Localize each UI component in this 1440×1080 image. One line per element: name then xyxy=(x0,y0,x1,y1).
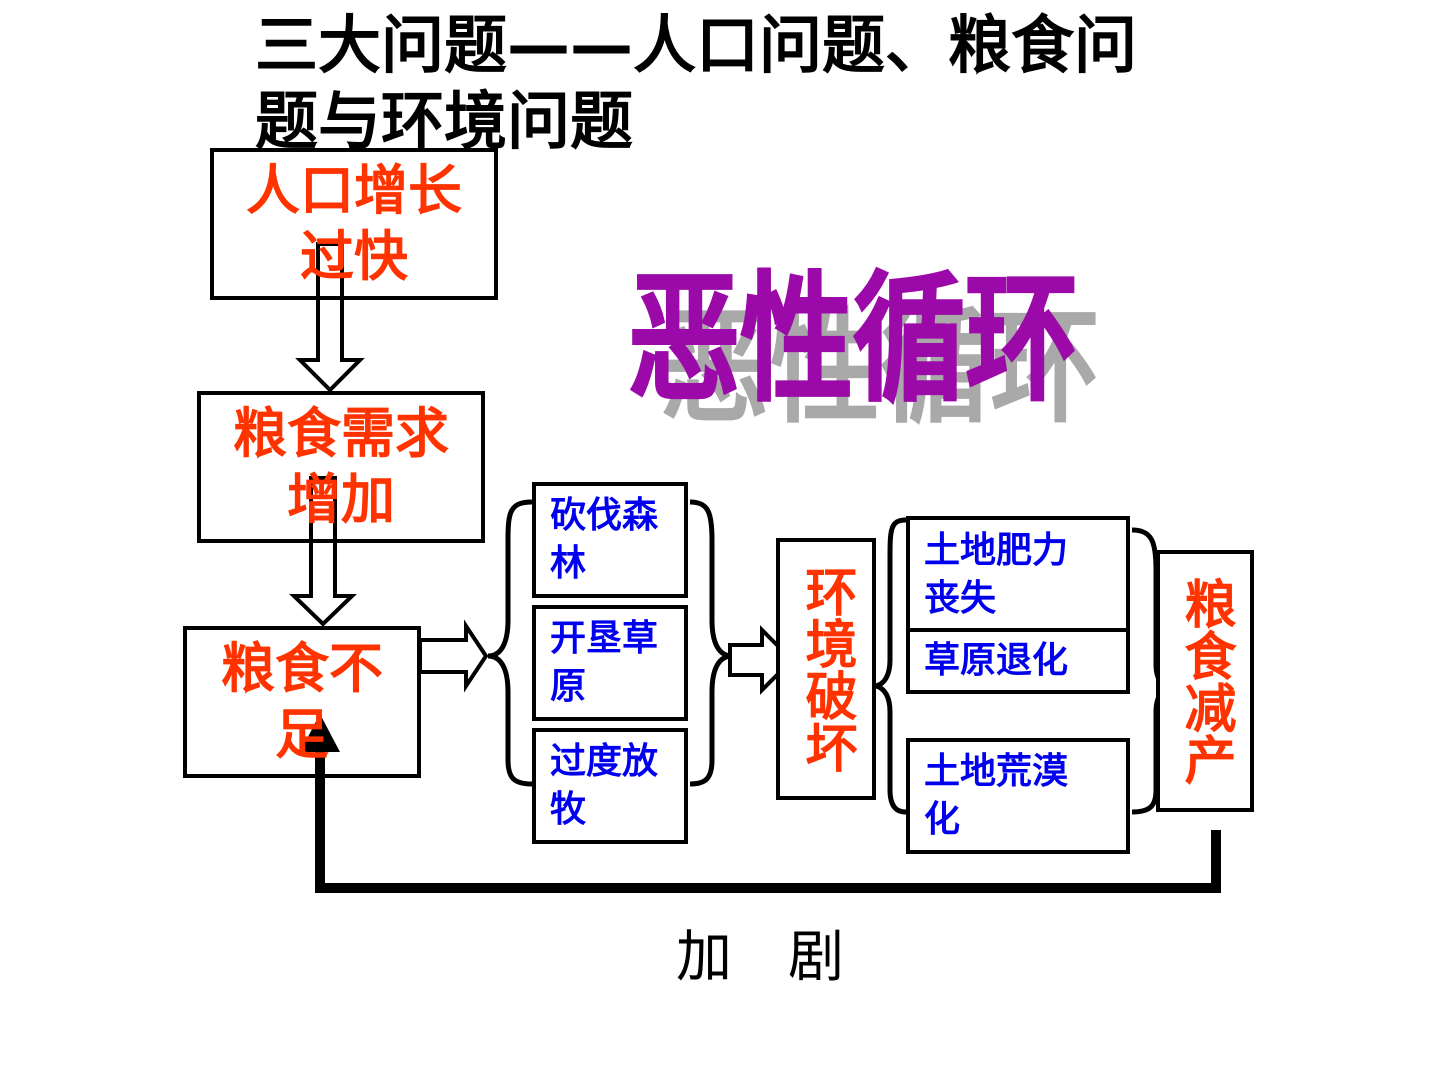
box-food-demand: 粮食需求增加 xyxy=(197,391,485,543)
box-deforestation: 砍伐森林 xyxy=(532,482,688,598)
box-overgrazing-label: 过度放牧 xyxy=(550,741,659,830)
box-desertification: 土地荒漠化 xyxy=(906,738,1130,854)
box-desertification-label: 土地荒漠化 xyxy=(924,751,1069,840)
feedback-loop-line xyxy=(315,748,1221,893)
left-brace-effects xyxy=(875,517,907,815)
box-soil-fertility-loss: 土地肥力丧失 xyxy=(906,516,1130,634)
box-population-growth: 人口增长过快 xyxy=(210,148,498,300)
down-arrow-1 xyxy=(295,242,365,393)
down-arrow-2 xyxy=(289,476,357,627)
box-grassland-reclamation-label: 开垦草原 xyxy=(550,618,659,707)
box-grassland-degradation: 草原退化 xyxy=(906,628,1130,694)
right-arrow-1 xyxy=(418,619,489,693)
right-brace-causes xyxy=(689,499,733,787)
wordart-vicious-cycle: 恶性循环 恶性循环 xyxy=(627,259,1100,430)
box-food-yield-decline: 粮食减产 xyxy=(1156,550,1254,812)
box-soil-fertility-loss-label: 土地肥力丧失 xyxy=(924,530,1069,619)
feedback-arrowhead xyxy=(300,714,340,752)
box-food-demand-label: 粮食需求增加 xyxy=(233,402,449,531)
box-environment-damage-label: 环境破坏 xyxy=(796,565,856,773)
box-food-yield-decline-label: 粮食减产 xyxy=(1175,577,1235,785)
left-brace-causes xyxy=(487,499,533,787)
feedback-label: 加 剧 xyxy=(676,925,844,990)
box-grassland-degradation-label: 草原退化 xyxy=(924,640,1069,681)
box-environment-damage: 环境破坏 xyxy=(776,538,876,800)
box-grassland-reclamation: 开垦草原 xyxy=(532,605,688,721)
wordart-shadow: 恶性循环 xyxy=(660,296,1100,430)
box-food-shortage-label: 粮食不足 xyxy=(221,637,383,766)
box-overgrazing: 过度放牧 xyxy=(532,728,688,844)
box-food-shortage: 粮食不足 xyxy=(183,626,421,778)
box-population-growth-label: 人口增长过快 xyxy=(246,159,462,288)
box-deforestation-label: 砍伐森林 xyxy=(550,495,659,584)
slide-title: 三大问题——人口问题、粮食问题与环境问题 xyxy=(255,9,1137,158)
wordart-main: 恶性循环 xyxy=(628,260,1078,421)
